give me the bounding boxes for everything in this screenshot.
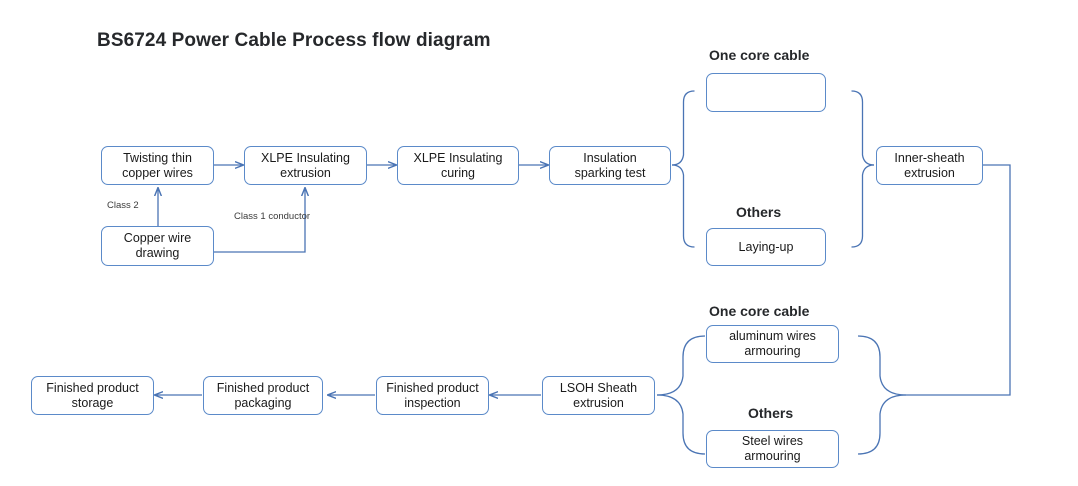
brace-open-bottom-upper <box>656 335 706 396</box>
node-inner-sheath-line1: Inner-sheath <box>894 150 965 165</box>
node-finished-product-storage[interactable]: Finished product storage <box>31 376 154 415</box>
node-sparking-line2: sparking test <box>574 165 646 180</box>
node-inner-sheath-line2: extrusion <box>904 165 955 180</box>
node-twisting-line2: copper wires <box>122 165 193 180</box>
node-finished-product-inspection[interactable]: Finished product inspection <box>376 376 489 415</box>
node-copper-drawing-line2: drawing <box>135 246 180 260</box>
node-xlpe-insulating-extrusion[interactable]: XLPE Insulating extrusion <box>244 146 367 185</box>
node-xlpe-curing-line1: XLPE Insulating <box>413 150 503 165</box>
brace-close-bottom-lower <box>857 394 907 455</box>
page-title: BS6724 Power Cable Process flow diagram <box>97 30 491 51</box>
group-heading-others-bottom: Others <box>748 405 794 421</box>
brace-open-top-upper <box>671 90 695 166</box>
node-aluminum-line1: aluminum wires <box>729 329 816 343</box>
brace-close-bottom-upper <box>857 335 907 396</box>
group-heading-one-core-cable-bottom: One core cable <box>709 303 810 319</box>
node-twisting-line1: Twisting thin <box>123 150 192 165</box>
node-aluminum-wires-armouring[interactable]: aluminum wires armouring <box>706 325 839 363</box>
node-xlpe-insulating-curing[interactable]: XLPE Insulating curing <box>397 146 519 185</box>
node-one-core-passthrough-top[interactable] <box>706 73 826 112</box>
brace-close-top-lower <box>851 164 875 248</box>
node-storage-line2: storage <box>71 395 114 410</box>
edge-inner-sheath-to-bottom <box>906 164 1011 396</box>
node-lsoh-sheath-extrusion[interactable]: LSOH Sheath extrusion <box>542 376 655 415</box>
node-laying-up-label: Laying-up <box>738 239 794 254</box>
group-heading-others-top: Others <box>736 204 782 220</box>
edge-label-class1-line2: conductor <box>268 211 311 222</box>
node-finished-product-packaging[interactable]: Finished product packaging <box>203 376 323 415</box>
node-steel-wires-armouring[interactable]: Steel wires armouring <box>706 430 839 468</box>
node-inner-sheath-extrusion[interactable]: Inner-sheath extrusion <box>876 146 983 185</box>
group-heading-one-core-cable-top: One core cable <box>709 47 810 63</box>
node-steel-line2: armouring <box>744 449 801 463</box>
node-packaging-line1: Finished product <box>216 380 310 395</box>
node-steel-line1: Steel wires <box>741 434 804 448</box>
node-lsoh-line2: extrusion <box>573 395 624 410</box>
node-sparking-line1: Insulation <box>583 150 637 165</box>
node-lsoh-line1: LSOH Sheath <box>559 380 638 395</box>
node-xlpe-extrusion-line1: XLPE Insulating <box>261 150 350 165</box>
node-inspection-line1: Finished product <box>386 380 479 395</box>
node-packaging-line2: packaging <box>234 395 292 410</box>
edge-label-class-1-conductor: Class 1 conductor <box>234 211 310 223</box>
edge-label-class-2: Class 2 <box>107 200 139 211</box>
node-storage-line1: Finished product <box>46 380 139 395</box>
edge-label-class1-line1: Class 1 <box>234 211 266 222</box>
node-aluminum-line2: armouring <box>744 344 801 358</box>
brace-open-bottom-lower <box>656 394 706 455</box>
brace-open-top-lower <box>671 164 695 248</box>
node-xlpe-curing-line2: curing <box>440 165 476 180</box>
node-xlpe-extrusion-line2: extrusion <box>280 165 331 180</box>
node-inspection-line2: inspection <box>404 395 461 410</box>
node-twisting-thin-copper-wires[interactable]: Twisting thin copper wires <box>101 146 214 185</box>
node-copper-drawing-line1: Copper wire <box>123 231 192 245</box>
brace-close-top-upper <box>851 90 875 166</box>
node-laying-up[interactable]: Laying-up <box>706 228 826 266</box>
node-copper-wire-drawing[interactable]: Copper wire drawing <box>101 226 214 266</box>
node-insulation-sparking-test[interactable]: Insulation sparking test <box>549 146 671 185</box>
